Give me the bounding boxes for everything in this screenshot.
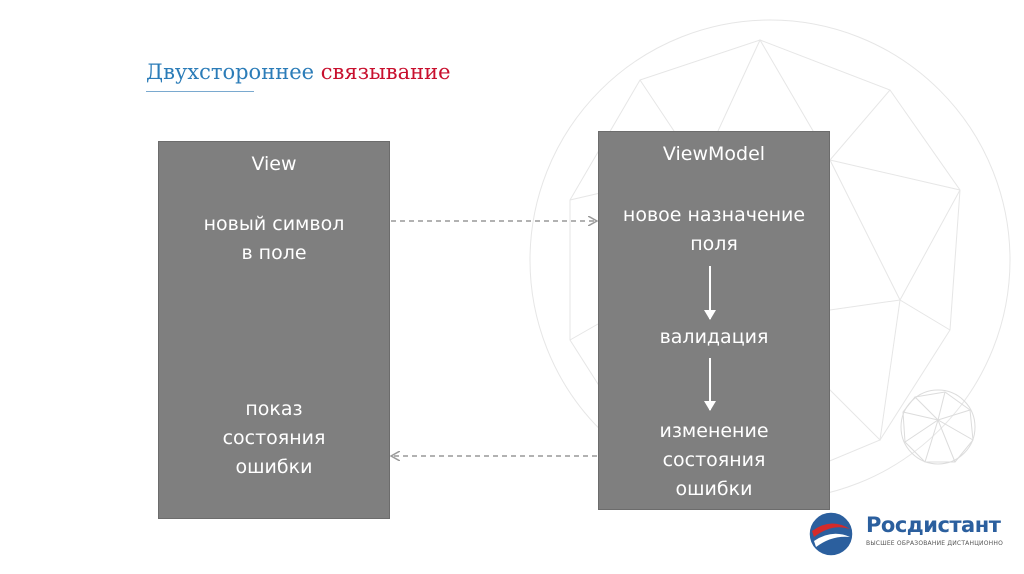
viewmodel-box: ViewModel новое назначение поля валидаци… xyxy=(598,131,830,510)
viewmodel-new-field-value: новое назначение поля xyxy=(622,204,806,255)
viewmodel-change-error-state: изменение состояния ошибки xyxy=(659,420,769,500)
title-part-1: Двухстороннее xyxy=(146,60,315,84)
logo-tagline: ВЫСШЕЕ ОБРАЗОВАНИЕ ДИСТАНЦИОННО xyxy=(866,540,1004,547)
rosdistant-logo: Росдистант ВЫСШЕЕ ОБРАЗОВАНИЕ ДИСТАНЦИОН… xyxy=(806,509,1003,559)
rosdistant-emblem-icon xyxy=(808,511,854,557)
title-underline xyxy=(146,91,254,92)
view-new-char-in-field: новый символ в поле xyxy=(203,213,345,264)
slide-title: Двухстороннее связывание xyxy=(146,60,451,84)
title-part-2: связывание xyxy=(320,60,451,84)
view-box: View новый символ в поле показ состояния… xyxy=(158,141,390,519)
viewmodel-validation: валидация xyxy=(659,326,769,348)
logo-name: Росдистант xyxy=(866,513,1001,537)
viewmodel-header: ViewModel xyxy=(662,143,766,165)
view-header: View xyxy=(251,153,297,175)
view-show-error-state: показ состояния ошибки xyxy=(222,398,326,478)
